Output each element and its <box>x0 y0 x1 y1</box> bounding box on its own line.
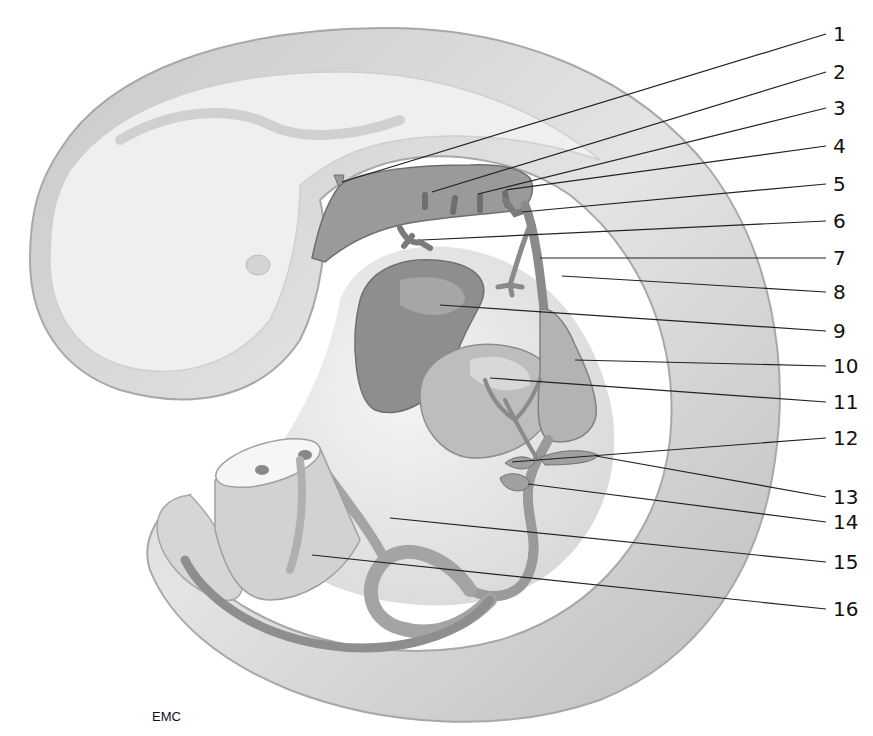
pouch <box>425 193 507 212</box>
liver <box>420 344 556 458</box>
watermark: EMC <box>152 710 181 723</box>
callout-number: 6 <box>833 211 846 231</box>
bile-duct <box>485 380 540 460</box>
callout-number: 5 <box>833 174 846 194</box>
pharynx <box>312 165 532 262</box>
callout-number: 9 <box>833 321 846 341</box>
callout-number: 13 <box>833 487 858 507</box>
callout-number: 16 <box>833 599 858 619</box>
callout-number: 12 <box>833 428 858 448</box>
allantois <box>290 460 302 570</box>
callout-number: 3 <box>833 98 846 118</box>
pouch <box>334 175 344 185</box>
pancreas-bud <box>500 474 530 491</box>
callout-number: 8 <box>833 282 846 302</box>
liver-highlight <box>470 357 530 390</box>
callout-number: 10 <box>833 356 858 376</box>
stomach <box>538 309 596 442</box>
esophagus <box>525 205 545 320</box>
heart-highlight <box>400 277 465 315</box>
callout-number: 2 <box>833 62 846 82</box>
pouch-branch <box>400 228 430 248</box>
callout-number: 14 <box>833 512 858 532</box>
embryo-body <box>30 28 780 722</box>
leader-lines <box>312 34 826 609</box>
callout-number: 11 <box>833 392 858 412</box>
callout-number: 1 <box>833 24 846 44</box>
callout-number: 4 <box>833 136 846 156</box>
pancreas-bud <box>505 451 598 469</box>
brain-fold <box>120 113 400 140</box>
eye <box>246 255 270 275</box>
cord-vessel <box>255 465 269 475</box>
callout-number: 15 <box>833 552 858 572</box>
callout-number: 7 <box>833 248 846 268</box>
cord-section <box>211 429 326 497</box>
